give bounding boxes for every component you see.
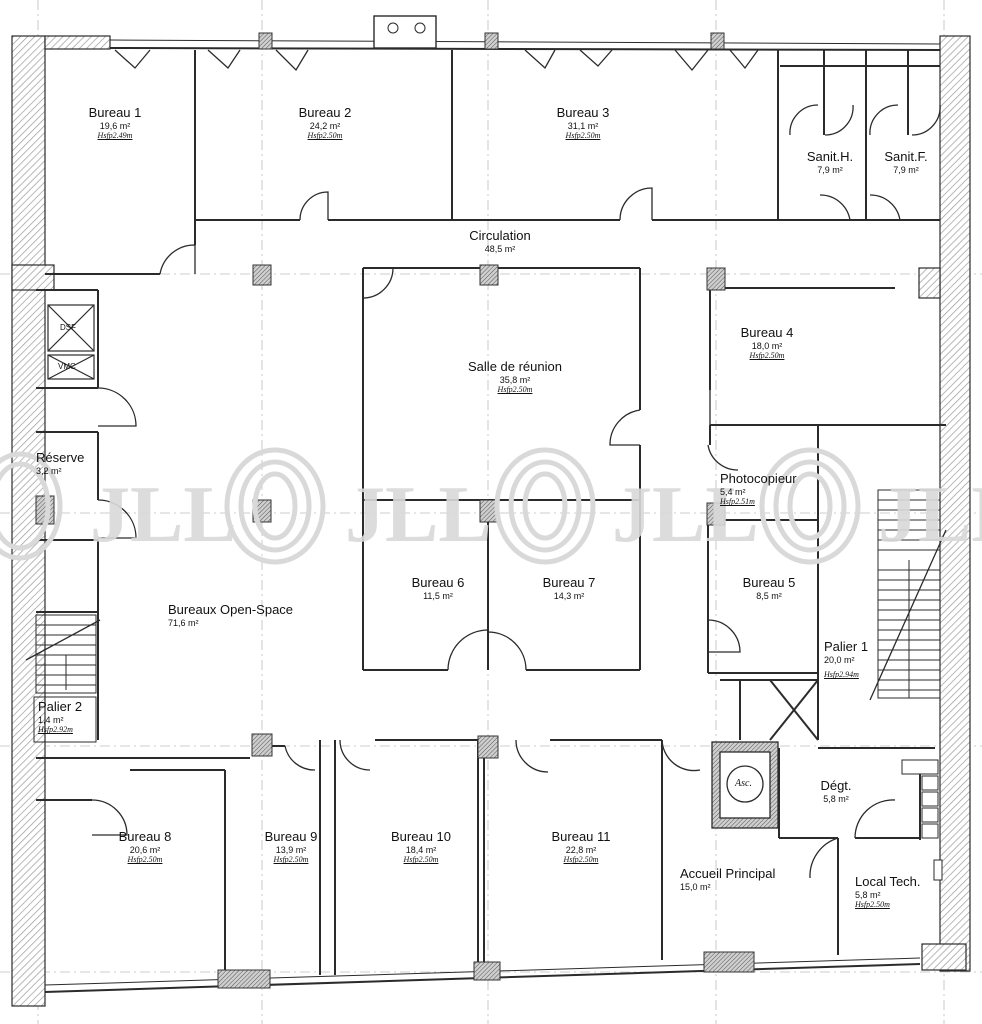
room-area: 5,8 m² bbox=[855, 889, 881, 900]
exterior-walls bbox=[11, 35, 971, 1007]
room-area: 14,3 m² bbox=[553, 590, 585, 601]
doors bbox=[91, 49, 941, 879]
room-name: Bureau 1 bbox=[88, 105, 142, 120]
room-height: Hsfp2.94m bbox=[824, 670, 859, 680]
room-area: 48,5 m² bbox=[484, 243, 516, 254]
room-height: Hsfp2.50m bbox=[127, 855, 163, 865]
room-name: Réserve bbox=[36, 450, 85, 465]
room-sanit-f: Sanit.F. 7,9 m² bbox=[876, 149, 936, 175]
room-height: Hsfp2.50m bbox=[855, 900, 890, 910]
room-area: 7,9 m² bbox=[817, 164, 843, 175]
room-height: Hsfp2.49m bbox=[97, 131, 133, 141]
room-area: 5,4 m² bbox=[720, 486, 746, 497]
room-height: Hsfp2.51m bbox=[720, 497, 755, 507]
room-photocopieur: Photocopieur 5,4 m² Hsfp2.51m bbox=[720, 471, 816, 507]
room-bureau-7: Bureau 7 14,3 m² bbox=[524, 575, 614, 601]
room-name: Bureau 7 bbox=[542, 575, 596, 590]
room-sanit-h: Sanit.H. 7,9 m² bbox=[800, 149, 860, 175]
room-area: 71,6 m² bbox=[168, 617, 199, 628]
room-area: 24,2 m² bbox=[309, 120, 341, 131]
room-name: Dégt. bbox=[820, 778, 852, 793]
room-area: 20,0 m² bbox=[824, 654, 855, 665]
room-name: Bureau 8 bbox=[118, 829, 172, 844]
room-area: 18,4 m² bbox=[405, 844, 437, 855]
room-area: 20,6 m² bbox=[129, 844, 161, 855]
room-name: Bureau 9 bbox=[264, 829, 318, 844]
room-bureau-8: Bureau 8 20,6 m² Hsfp2.50m bbox=[100, 829, 190, 865]
room-salle-de-reunion: Salle de réunion 35,8 m² Hsfp2.50m bbox=[450, 359, 580, 395]
room-bureau-10: Bureau 10 18,4 m² Hsfp2.50m bbox=[376, 829, 466, 865]
room-degt: Dégt. 5,8 m² bbox=[806, 778, 866, 804]
room-name: Bureau 10 bbox=[391, 829, 451, 844]
room-bureau-6: Bureau 6 11,5 m² bbox=[393, 575, 483, 601]
room-bureaux-open-space: Bureaux Open-Space 71,6 m² bbox=[168, 602, 328, 628]
room-area: 11,5 m² bbox=[423, 590, 453, 601]
room-area: 5,8 m² bbox=[823, 793, 849, 804]
room-area: 1,4 m² bbox=[38, 714, 64, 725]
room-height: Hsfp2.50m bbox=[403, 855, 439, 865]
room-area: 8,5 m² bbox=[756, 590, 782, 601]
elevator-shaft bbox=[711, 741, 779, 829]
dsf-label: DSF bbox=[60, 323, 76, 332]
room-accueil-principal: Accueil Principal 15,0 m² bbox=[680, 866, 800, 892]
room-height: Hsfp2.92m bbox=[38, 725, 73, 735]
room-area: 18,0 m² bbox=[751, 340, 783, 351]
room-name: Local Tech. bbox=[855, 874, 921, 889]
room-area: 15,0 m² bbox=[680, 881, 711, 892]
room-circulation: Circulation 48,5 m² bbox=[440, 228, 560, 254]
ducts bbox=[47, 304, 95, 380]
room-palier-1: Palier 1 20,0 m² Hsfp2.94m bbox=[824, 639, 880, 680]
room-name: Bureau 5 bbox=[742, 575, 796, 590]
room-name: Palier 2 bbox=[38, 699, 83, 714]
room-name: Bureau 6 bbox=[411, 575, 465, 590]
room-bureau-9: Bureau 9 13,9 m² Hsfp2.50m bbox=[246, 829, 336, 865]
room-name: Photocopieur bbox=[720, 471, 797, 486]
room-name: Bureau 11 bbox=[551, 829, 611, 844]
room-name: Sanit.F. bbox=[884, 149, 928, 164]
room-area: 22,8 m² bbox=[565, 844, 597, 855]
stair-palier-1 bbox=[869, 489, 947, 701]
room-reserve: Réserve 3,2 m² bbox=[36, 450, 98, 476]
room-name: Bureau 3 bbox=[556, 105, 610, 120]
room-height: Hsfp2.50m bbox=[563, 855, 599, 865]
room-bureau-4: Bureau 4 18,0 m² Hsfp2.50m bbox=[722, 325, 812, 361]
room-area: 19,6 m² bbox=[99, 120, 131, 131]
room-bureau-1: Bureau 1 19,6 m² Hsfp2.49m bbox=[70, 105, 160, 141]
room-name: Bureau 4 bbox=[740, 325, 794, 340]
room-name: Sanit.H. bbox=[806, 149, 854, 164]
room-area: 35,8 m² bbox=[499, 374, 531, 385]
room-name: Bureau 2 bbox=[298, 105, 352, 120]
room-height: Hsfp2.50m bbox=[273, 855, 309, 865]
room-area: 3,2 m² bbox=[36, 465, 62, 476]
room-area: 31,1 m² bbox=[567, 120, 599, 131]
room-name: Palier 1 bbox=[824, 639, 869, 654]
room-bureau-5: Bureau 5 8,5 m² bbox=[724, 575, 814, 601]
room-local-tech: Local Tech. 5,8 m² Hsfp2.50m bbox=[855, 874, 939, 910]
room-name: Accueil Principal bbox=[680, 866, 776, 881]
elevator-label: Asc. bbox=[735, 778, 752, 789]
tech-cabinet bbox=[901, 759, 943, 881]
room-height: Hsfp2.50m bbox=[565, 131, 601, 141]
room-area: 13,9 m² bbox=[275, 844, 307, 855]
room-bureau-3: Bureau 3 31,1 m² Hsfp2.50m bbox=[538, 105, 628, 141]
room-height: Hsfp2.50m bbox=[497, 385, 533, 395]
stair-palier-2 bbox=[25, 614, 101, 743]
room-name: Salle de réunion bbox=[468, 359, 562, 374]
room-name: Circulation bbox=[469, 228, 531, 243]
room-bureau-11: Bureau 11 22,8 m² Hsfp2.50m bbox=[536, 829, 626, 865]
room-bureau-2: Bureau 2 24,2 m² Hsfp2.50m bbox=[280, 105, 370, 141]
vmc-label: VMC bbox=[58, 362, 76, 371]
room-height: Hsfp2.50m bbox=[749, 351, 785, 361]
room-height: Hsfp2.50m bbox=[307, 131, 343, 141]
room-name: Bureaux Open-Space bbox=[168, 602, 294, 617]
room-area: 7,9 m² bbox=[893, 164, 919, 175]
room-palier-2: Palier 2 1,4 m² Hsfp2.92m bbox=[38, 699, 98, 735]
